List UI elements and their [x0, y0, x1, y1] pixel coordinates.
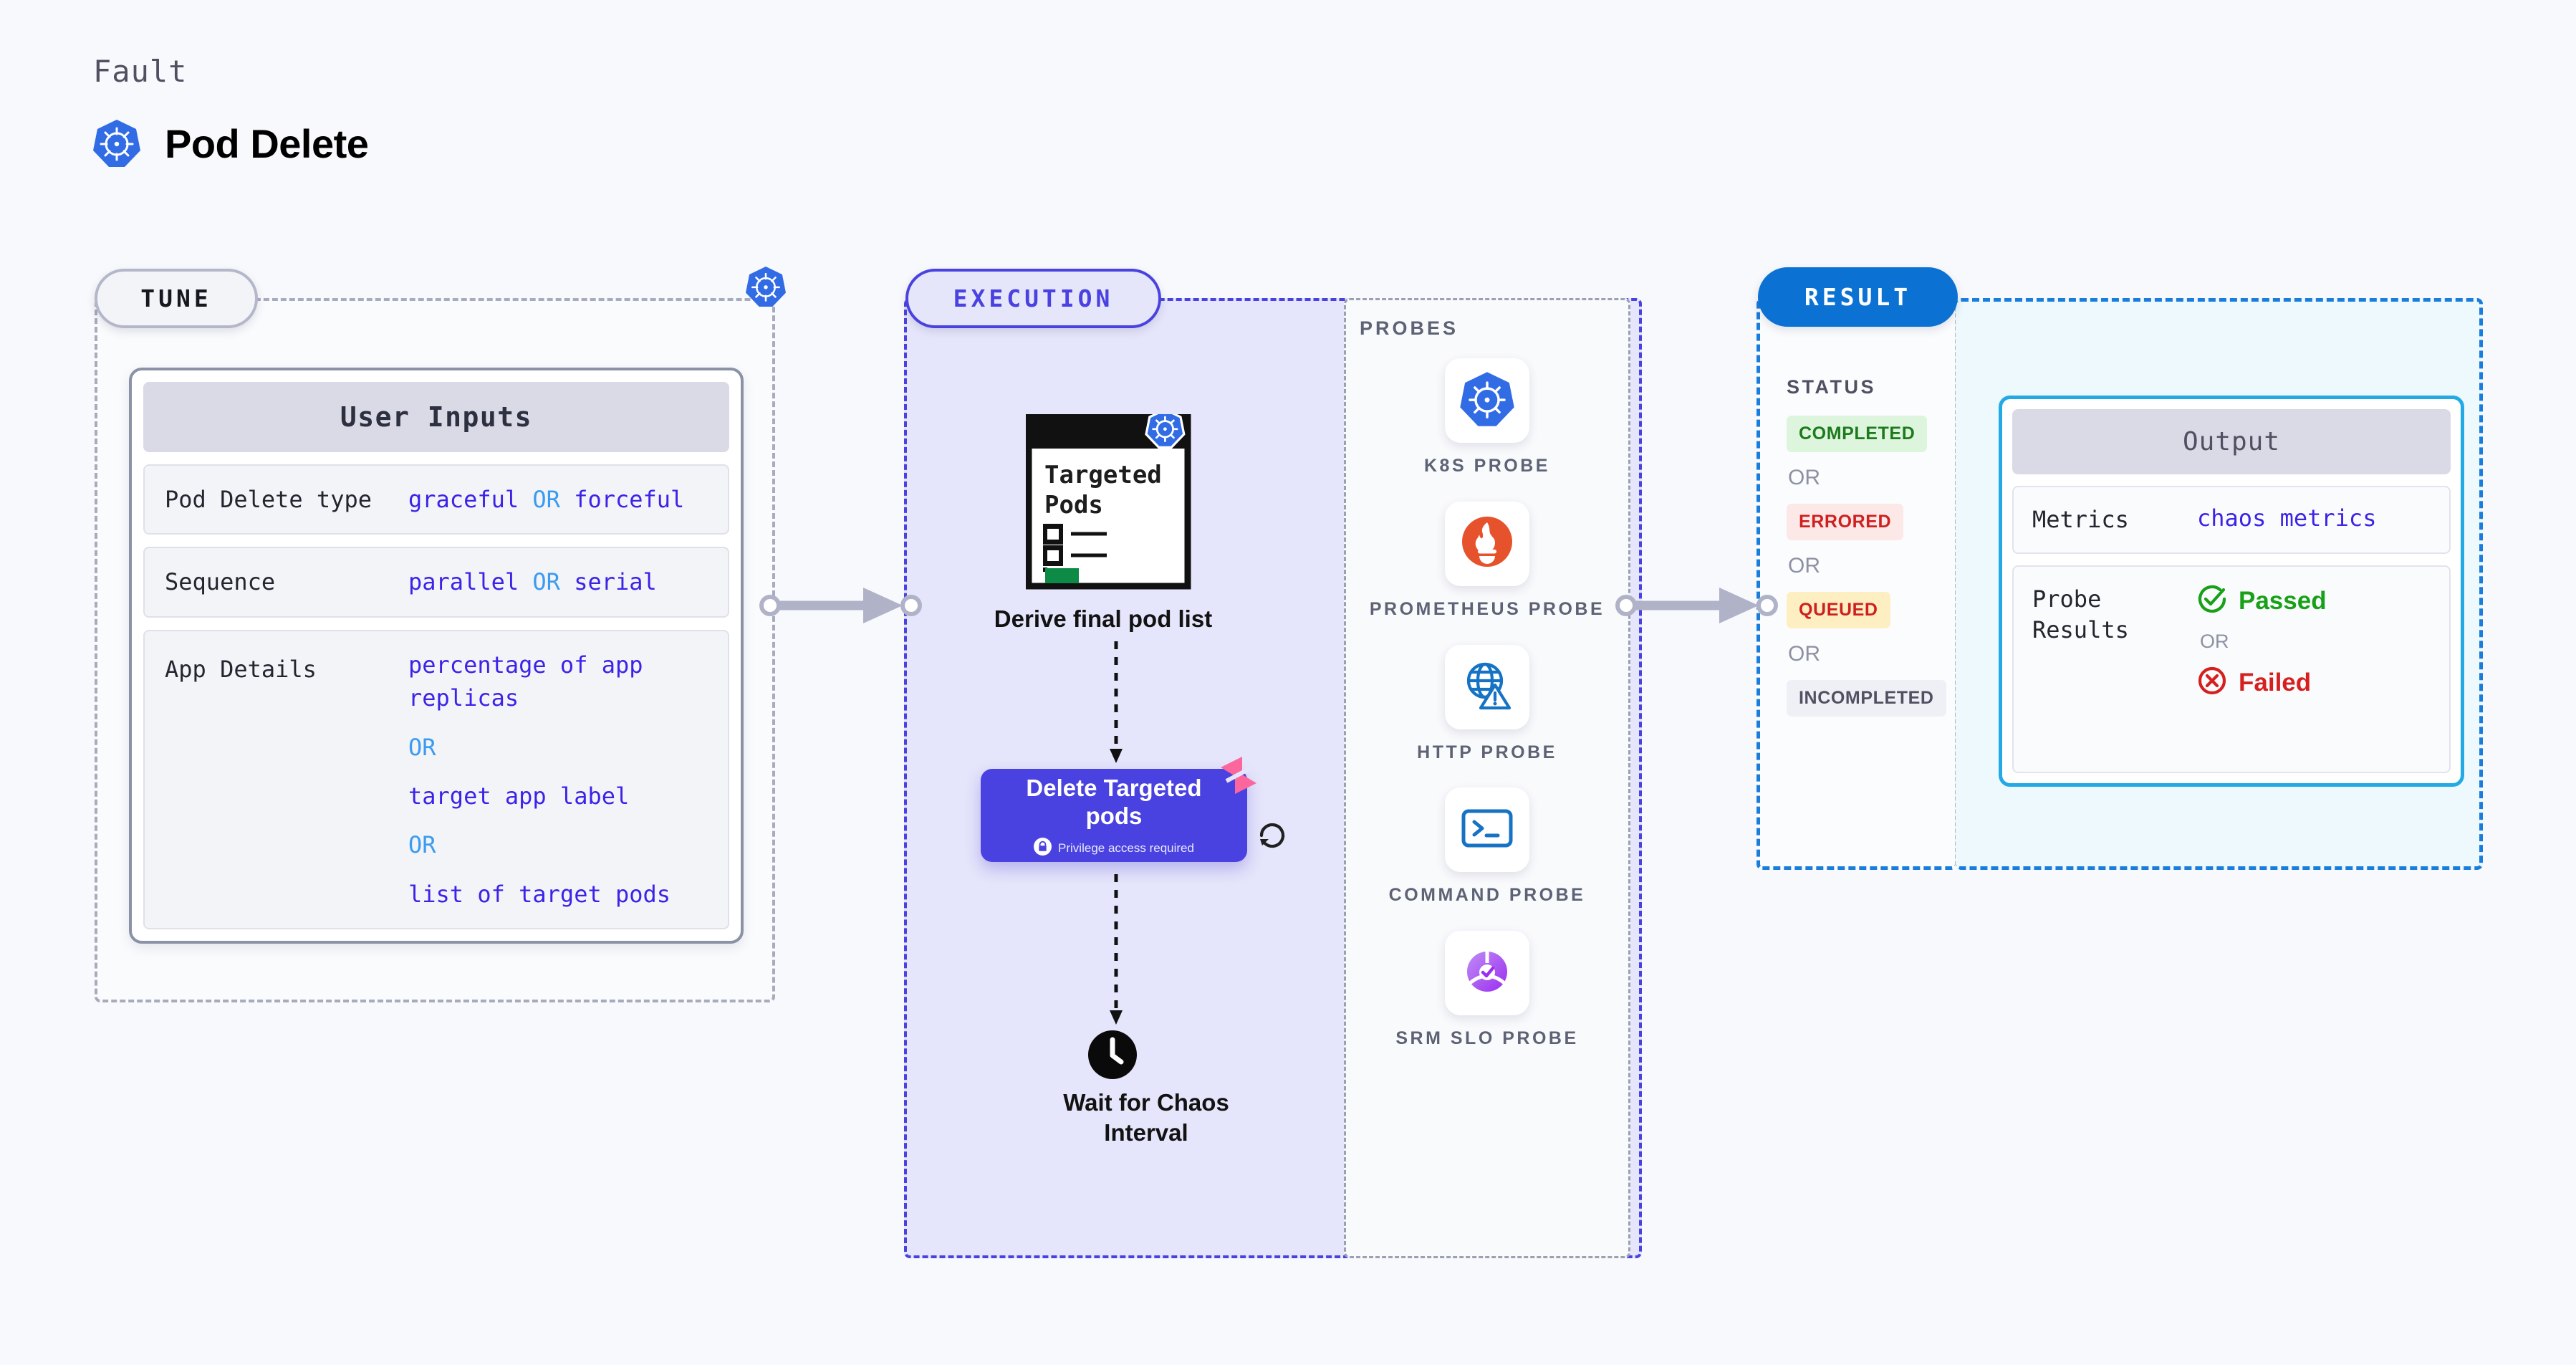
or-separator: OR [408, 831, 436, 859]
probe-tile [1444, 501, 1529, 586]
probes-section-container [1344, 298, 1630, 1258]
derive-pod-list-caption: Derive final pod list [994, 605, 1213, 632]
status-badge-queued: QUEUED [1787, 592, 1890, 628]
probes-list: K8S PROBE PROMETHEUS PROBE [1344, 358, 1630, 1074]
probe-item-k8s[interactable]: K8S PROBE [1424, 358, 1550, 479]
passed-label: Passed [2239, 586, 2327, 615]
probe-label: COMMAND PROBE [1388, 885, 1586, 906]
probe-result-values: Passed OR Failed [2197, 584, 2327, 755]
kubernetes-icon [1460, 370, 1514, 431]
app-detail-option-2: target app label [408, 782, 630, 810]
value-primary: graceful [408, 486, 519, 513]
kubernetes-icon [93, 118, 140, 168]
probe-label: PROMETHEUS PROBE [1369, 598, 1605, 619]
wait-chaos-interval-caption: Wait for Chaos Interval [1017, 1088, 1275, 1147]
output-row-metrics[interactable]: Metrics chaos metrics [2012, 486, 2451, 555]
failed-label: Failed [2239, 668, 2312, 696]
input-row-pod-delete-type[interactable]: Pod Delete type graceful OR forceful [143, 464, 729, 535]
connector-execution-to-result [1615, 580, 1787, 634]
status-title: STATUS [1787, 376, 1876, 398]
delete-title-line2: pods [1085, 802, 1143, 829]
execution-section-badge[interactable]: EXECUTION [905, 269, 1161, 328]
output-card-title: Output [2012, 409, 2451, 474]
output-card: Output Metrics chaos metrics Probe Resul… [1999, 396, 2464, 787]
probe-tile [1445, 931, 1529, 1015]
output-row-probe-results[interactable]: Probe Results Passed OR [2012, 565, 2451, 774]
terminal-icon [1461, 806, 1514, 854]
row-value: percentage of app replicas OR target app… [408, 648, 671, 911]
fault-title-row: Pod Delete [93, 118, 369, 168]
probe-result-passed: Passed [2197, 584, 2327, 618]
user-inputs-card: User Inputs Pod Delete type graceful OR … [129, 368, 744, 944]
privilege-notice: Privilege access required [1034, 838, 1194, 859]
doc-title-line1: Targeted [1044, 461, 1162, 489]
value-secondary: serial [574, 568, 657, 596]
prometheus-flame-icon [1461, 515, 1514, 572]
input-row-sequence[interactable]: Sequence parallel OR serial [143, 547, 729, 618]
probe-item-srm-slo[interactable]: SRM SLO PROBE [1395, 931, 1578, 1051]
connector-tune-to-execution [759, 580, 931, 634]
targeted-pods-document-icon: Targeted Pods [1025, 408, 1208, 593]
probe-item-command[interactable]: COMMAND PROBE [1389, 787, 1586, 908]
row-value: parallel OR serial [408, 565, 657, 598]
or-separator: OR [532, 568, 560, 596]
flow-arrow-derive-to-delete [1107, 641, 1125, 770]
or-separator: OR [1788, 642, 1820, 666]
refresh-loop-icon[interactable] [1257, 820, 1287, 854]
privilege-text: Privilege access required [1058, 841, 1194, 856]
probes-title: PROBES [1360, 317, 1459, 339]
probe-label: HTTP PROBE [1417, 742, 1557, 762]
app-detail-option-1: percentage of app replicas [408, 651, 643, 712]
row-label: Sequence [165, 568, 276, 596]
probe-tile [1444, 358, 1529, 443]
page-title: Pod Delete [165, 120, 369, 166]
clock-icon [1087, 1030, 1138, 1083]
probe-tile [1444, 787, 1529, 873]
delete-title-line1: Delete Targeted [1026, 774, 1202, 801]
probe-item-prometheus[interactable]: PROMETHEUS PROBE [1369, 501, 1605, 622]
probe-label: K8S PROBE [1424, 456, 1550, 476]
x-circle-icon [2197, 666, 2227, 699]
delete-node-title: Delete Targeted pods [1026, 775, 1201, 830]
result-section-badge[interactable]: RESULT [1758, 267, 1958, 327]
harness-ribbon-icon [1216, 755, 1261, 800]
user-inputs-title: User Inputs [143, 382, 729, 452]
wait-caption-line1: Wait for Chaos [1063, 1089, 1229, 1116]
row-label: Pod Delete type [165, 486, 372, 513]
probe-item-http[interactable]: HTTP PROBE [1417, 644, 1557, 765]
output-label: Metrics [2032, 506, 2129, 533]
kubernetes-icon [746, 265, 786, 312]
check-circle-icon [2197, 584, 2227, 618]
probe-label: SRM SLO PROBE [1395, 1028, 1579, 1048]
srm-slo-check-icon [1461, 946, 1513, 1001]
tune-section-badge[interactable]: TUNE [95, 269, 258, 328]
output-label: Probe Results [2032, 585, 2129, 644]
app-detail-option-3: list of target pods [408, 880, 671, 908]
row-label: App Details [165, 655, 317, 683]
probe-result-failed: Failed [2197, 666, 2327, 699]
or-separator: OR [1788, 466, 1820, 489]
value-secondary: forceful [574, 486, 685, 513]
doc-title-line2: Pods [1044, 491, 1103, 519]
globe-warning-icon [1461, 658, 1514, 715]
status-badge-incompleted: INCOMPLETED [1787, 680, 1946, 717]
lock-icon [1034, 838, 1052, 859]
delete-targeted-pods-node[interactable]: Delete Targeted pods Privilege access re… [981, 769, 1247, 862]
value-primary: parallel [408, 568, 519, 596]
probe-tile [1444, 644, 1529, 729]
status-list: COMPLETED OR ERRORED OR QUEUED OR INCOMP… [1787, 416, 1946, 717]
status-badge-errored: ERRORED [1787, 504, 1904, 540]
output-value: chaos metrics [2197, 504, 2377, 532]
fault-eyebrow-label: Fault [93, 54, 188, 89]
or-separator: OR [2200, 631, 2229, 653]
result-status-container [1756, 298, 1957, 870]
status-badge-completed: COMPLETED [1787, 416, 1928, 452]
wait-caption-line2: Interval [1104, 1119, 1188, 1146]
or-separator: OR [408, 733, 436, 761]
input-row-app-details[interactable]: App Details percentage of app replicas O… [143, 629, 729, 930]
flow-arrow-delete-to-wait [1107, 874, 1125, 1032]
or-separator: OR [1788, 554, 1820, 578]
or-separator: OR [532, 486, 560, 513]
row-value: graceful OR forceful [408, 483, 684, 516]
